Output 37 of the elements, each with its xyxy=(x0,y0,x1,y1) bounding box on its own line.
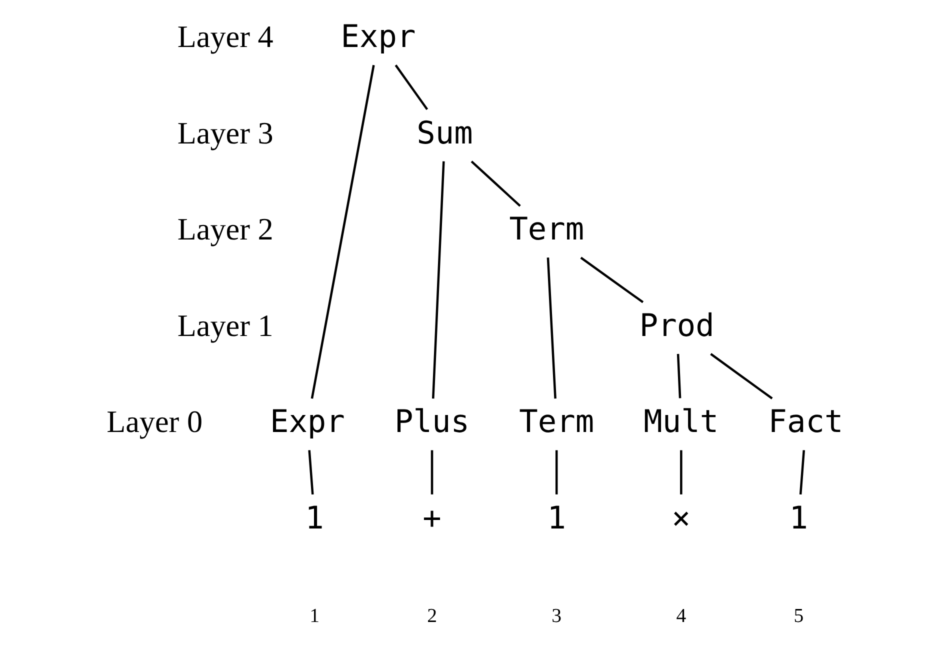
node-text: × xyxy=(672,500,691,536)
label: Layer 4 xyxy=(177,19,274,54)
node-text: 1 xyxy=(305,500,324,536)
connector xyxy=(680,450,682,494)
node-text: Sum xyxy=(416,115,473,152)
label: Layer 2 xyxy=(177,212,274,247)
node-text: Expr xyxy=(270,404,345,440)
connector xyxy=(555,450,558,494)
node-text: 1 xyxy=(547,500,566,536)
node-text: Fact xyxy=(768,404,844,440)
node-text: Plus xyxy=(394,404,470,440)
connector xyxy=(580,256,644,304)
connector xyxy=(310,64,375,399)
node-text: Term xyxy=(519,404,594,440)
node-text: + xyxy=(422,500,442,536)
label: Layer 1 xyxy=(177,308,274,343)
node-text: Term xyxy=(509,212,584,248)
node-text: 1 xyxy=(789,500,808,536)
label: 5 xyxy=(794,605,804,628)
connector xyxy=(394,64,428,110)
label: 4 xyxy=(676,605,686,628)
label: Layer 0 xyxy=(106,404,203,440)
connector xyxy=(470,160,521,207)
label: Layer 3 xyxy=(177,115,274,150)
label: 2 xyxy=(427,605,437,628)
label: 1 xyxy=(310,605,320,628)
connector xyxy=(710,353,773,400)
connector xyxy=(799,450,806,494)
node-text: Prod xyxy=(639,308,714,344)
connector xyxy=(308,450,314,494)
connector xyxy=(432,161,445,399)
connector xyxy=(676,354,682,398)
label: 3 xyxy=(552,605,562,628)
connector xyxy=(430,450,434,494)
node-text: Expr xyxy=(340,19,416,56)
connector xyxy=(546,258,556,399)
node-text: Mult xyxy=(644,404,719,440)
